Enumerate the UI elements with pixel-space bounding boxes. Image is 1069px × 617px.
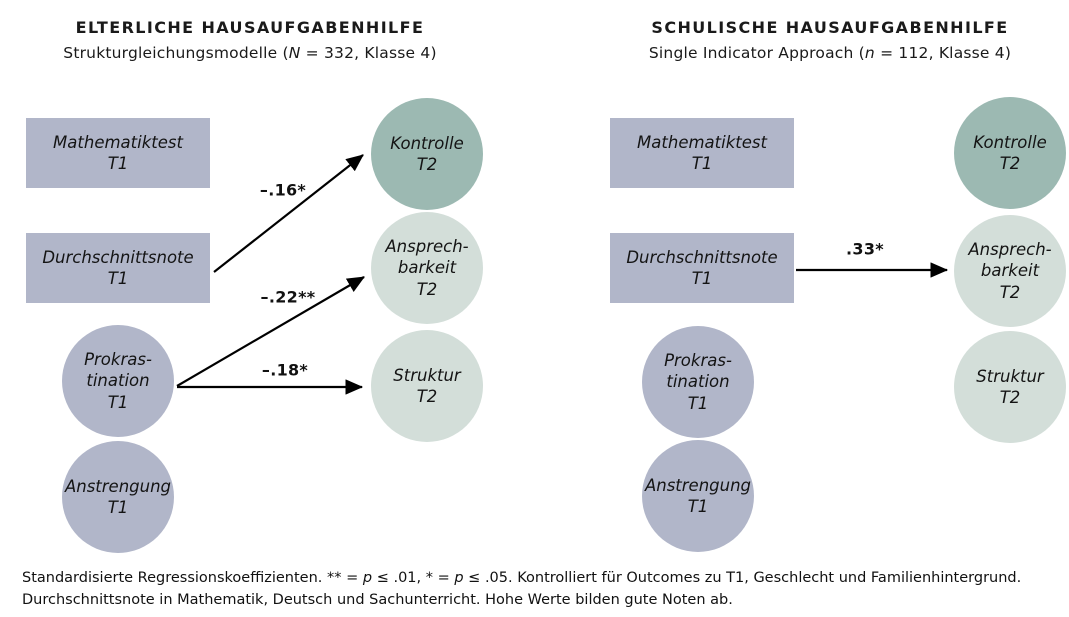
node-right-kontrolle: Kontrolle T2	[954, 97, 1066, 209]
node-left-anstrengung: Anstrengung T1	[62, 441, 174, 553]
right-subtitle-sample-symbol: n	[864, 44, 875, 62]
node-right-durchschnittsnote: Durchschnittsnote T1	[610, 233, 794, 303]
path-arrow-durchschnittsnote-kontrolle	[213, 154, 364, 273]
coef-label-durchschnittsnote-ansprechbarkeit: .33*	[846, 239, 884, 259]
coef-label-prokrastination-ansprechbarkeit: –.22**	[260, 287, 316, 307]
left-panel-title: ELTERLICHE HAUSAUFGABENHILFE	[75, 18, 425, 37]
left-subtitle-post: = 332, Klasse 4)	[300, 44, 437, 62]
left-panel-subtitle: Strukturgleichungsmodelle (N = 332, Klas…	[0, 44, 500, 62]
left-subtitle-sample-symbol: N	[288, 44, 301, 62]
caption-line-1: Standardisierte Regressionskoeffizienten…	[22, 568, 1057, 590]
node-right-anstrengung: Anstrengung T1	[642, 440, 754, 552]
node-left-durchschnittsnote: Durchschnittsnote T1	[26, 233, 210, 303]
node-right-ansprechbarkeit: Ansprech- barkeit T2	[954, 215, 1066, 327]
right-subtitle-post: = 112, Klasse 4)	[874, 44, 1012, 62]
caption-line1-part3: ≤ .05. Kontrolliert für Outcomes zu T1, …	[463, 570, 1022, 586]
node-right-prokrastination: Prokras- tination T1	[642, 326, 754, 438]
node-left-mathematiktest: Mathematiktest T1	[26, 118, 210, 188]
node-left-kontrolle: Kontrolle T2	[371, 98, 483, 210]
caption-p-symbol-1: p	[362, 570, 373, 586]
node-left-ansprechbarkeit: Ansprech- barkeit T2	[371, 212, 483, 324]
node-left-prokrastination: Prokras- tination T1	[62, 325, 174, 437]
node-right-mathematiktest: Mathematiktest T1	[610, 118, 794, 188]
left-subtitle-pre: Strukturgleichungsmodelle (	[63, 44, 289, 62]
node-left-struktur: Struktur T2	[371, 330, 483, 442]
caption-p-symbol-2: p	[454, 570, 464, 586]
caption-line1-part2: ≤ .01, * =	[372, 570, 455, 586]
node-right-struktur: Struktur T2	[954, 331, 1066, 443]
coef-label-prokrastination-struktur: –.18*	[261, 360, 309, 380]
right-panel-subtitle: Single Indicator Approach (n = 112, Klas…	[570, 44, 1069, 62]
figure-caption: Standardisierte Regressionskoeffizienten…	[22, 568, 1057, 612]
right-panel-title: SCHULISCHE HAUSAUFGABENHILFE	[651, 18, 1009, 37]
caption-line1-part1: Standardisierte Regressionskoeffizienten…	[22, 570, 363, 586]
coef-label-durchschnittsnote-kontrolle: –.16*	[259, 180, 307, 200]
caption-line-2: Durchschnittsnote in Mathematik, Deutsch…	[22, 591, 733, 608]
right-subtitle-pre: Single Indicator Approach (	[648, 44, 865, 62]
